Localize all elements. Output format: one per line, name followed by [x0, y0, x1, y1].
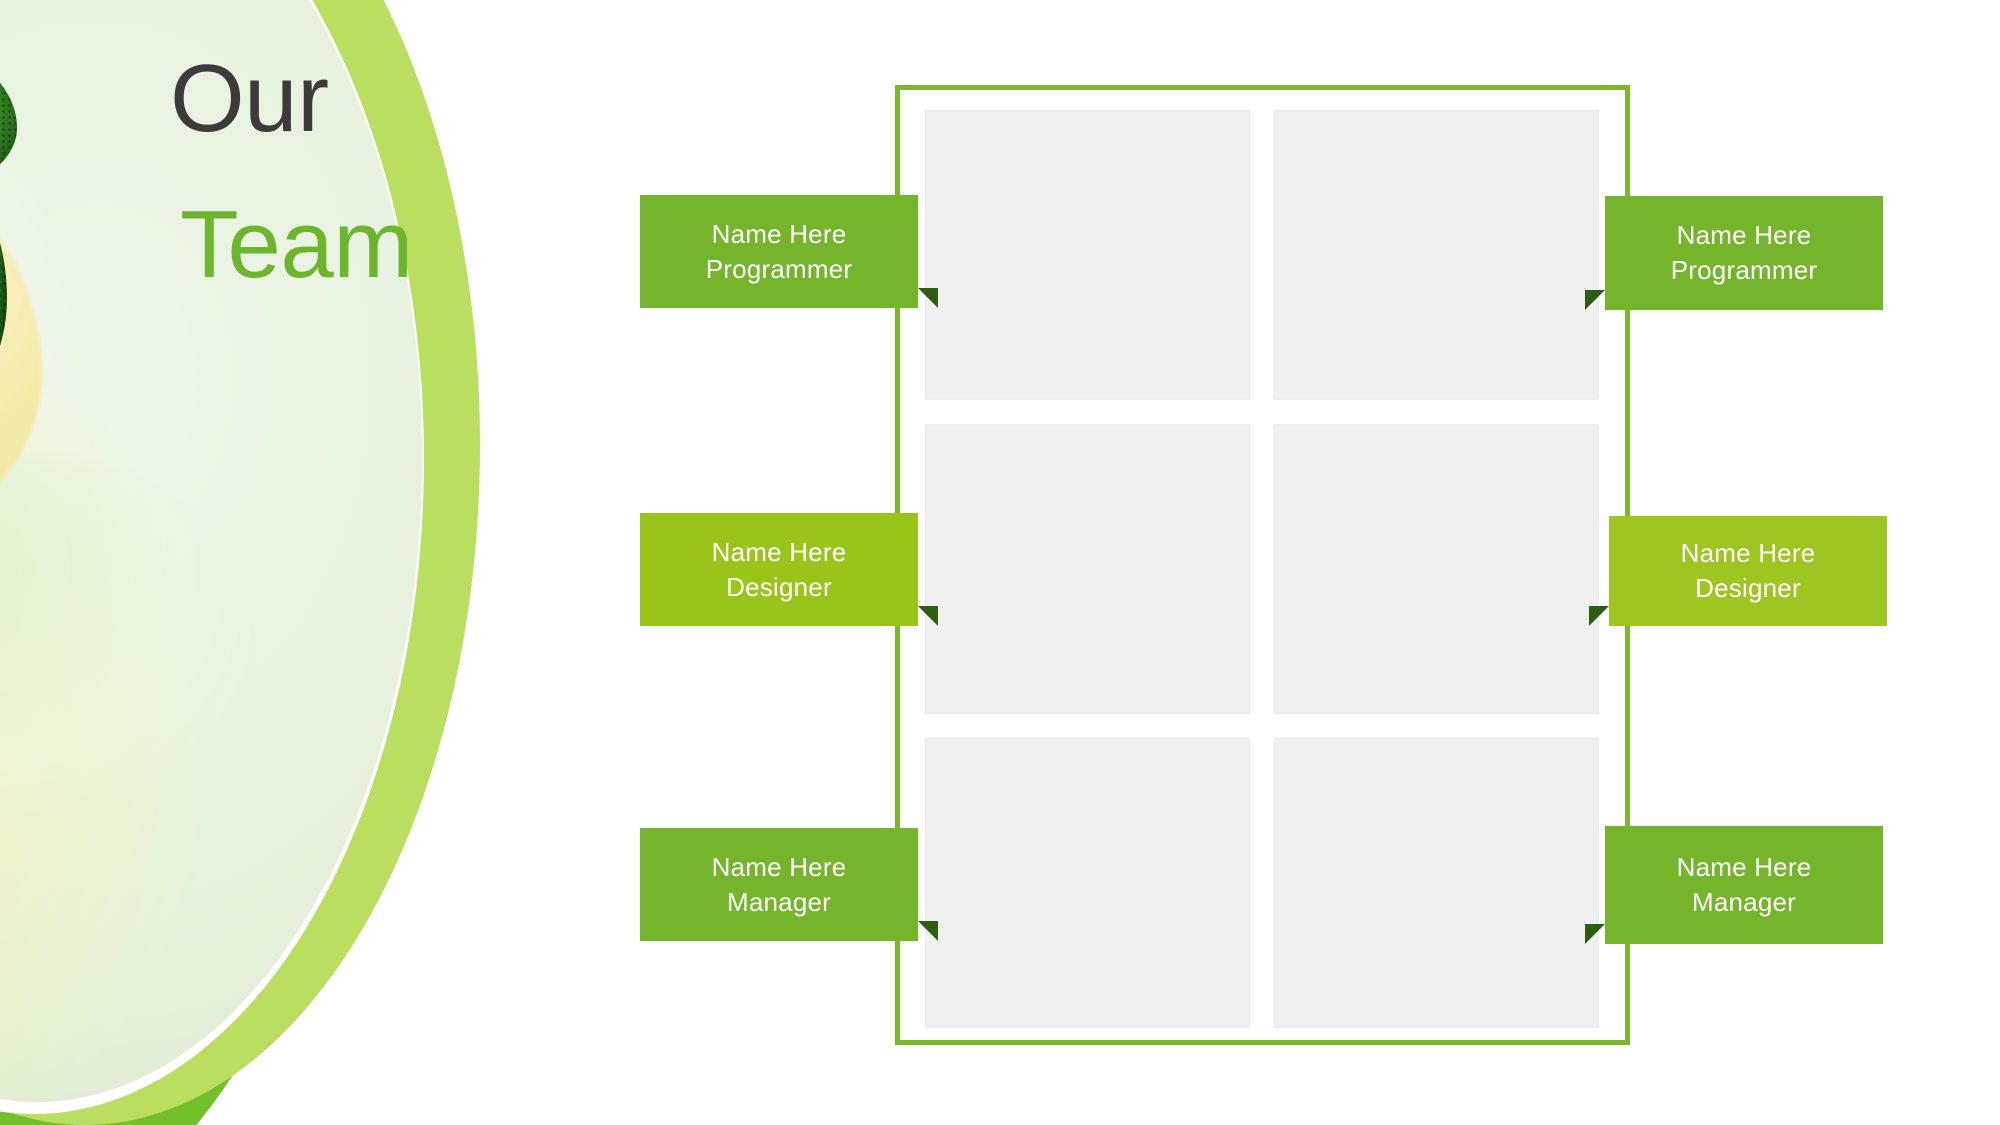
fold-shadow-icon — [1585, 290, 1605, 310]
member-name: Name Here — [711, 218, 847, 249]
member-name: Name Here — [1676, 852, 1812, 883]
member-label-right-manager[interactable]: Name Here Manager — [1585, 826, 1883, 944]
page-title: Our Team — [170, 48, 730, 296]
member-name: Name Here — [1680, 538, 1816, 569]
fold-shadow-icon — [918, 288, 938, 308]
photo-placeholder-3[interactable] — [925, 424, 1250, 714]
member-name: Name Here — [711, 536, 847, 567]
cream-sauce-pool — [0, 142, 42, 572]
photo-placeholder-4[interactable] — [1274, 424, 1599, 714]
photo-placeholder-6[interactable] — [1274, 738, 1599, 1028]
member-label-left-programmer[interactable]: Name Here Programmer — [640, 195, 938, 308]
member-name: Name Here — [711, 851, 847, 882]
member-role: Programmer — [705, 253, 853, 284]
member-role: Manager — [1691, 887, 1797, 917]
member-role: Designer — [1695, 573, 1801, 603]
photo-placeholder-2[interactable] — [1274, 110, 1599, 400]
member-label-right-programmer[interactable]: Name Here Programmer — [1585, 196, 1883, 310]
photo-placeholder-1[interactable] — [925, 110, 1250, 400]
fold-shadow-icon — [1589, 606, 1609, 626]
title-line-team: Team — [180, 190, 413, 298]
broccoli-upper-floret — [0, 44, 17, 194]
member-label-left-manager[interactable]: Name Here Manager — [640, 828, 938, 941]
title-line-our: Our — [170, 45, 329, 152]
fold-shadow-icon — [918, 606, 938, 626]
fold-shadow-icon — [918, 921, 938, 941]
fold-shadow-icon — [1585, 924, 1605, 944]
member-role: Manager — [726, 886, 832, 917]
member-role: Programmer — [1670, 255, 1818, 285]
member-role: Designer — [726, 571, 832, 602]
plate-shading — [0, 452, 252, 832]
member-name: Name Here — [1676, 220, 1812, 251]
member-label-right-designer[interactable]: Name Here Designer — [1589, 516, 1887, 626]
broccoli-main-head — [0, 142, 7, 442]
photo-placeholder-5[interactable] — [925, 738, 1250, 1028]
member-label-left-designer[interactable]: Name Here Designer — [640, 513, 938, 626]
